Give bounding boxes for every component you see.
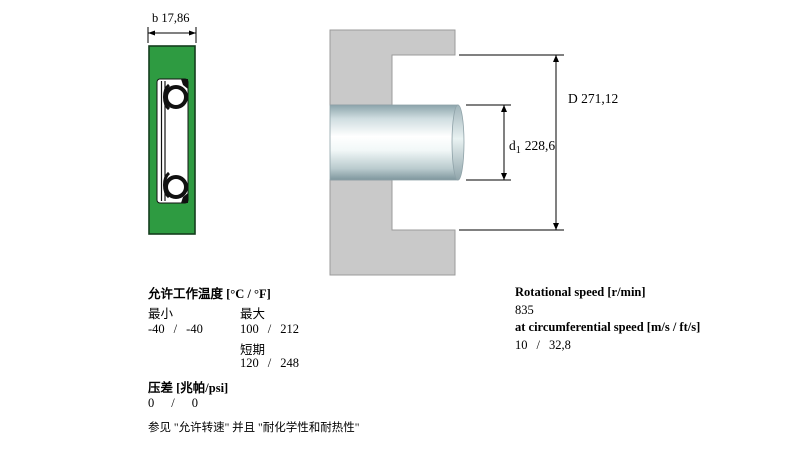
- dimension-arrow-up: [553, 55, 559, 62]
- temperature-max-values: 100 / 212: [240, 322, 299, 337]
- temperature-short-fahrenheit: 248: [280, 356, 299, 370]
- seal-width-dimension-line: [147, 27, 197, 43]
- temperature-short-term-values: 120 / 248: [240, 356, 299, 371]
- temperature-min-fahrenheit: -40: [186, 322, 203, 336]
- temperature-max-celsius: 100: [240, 322, 259, 336]
- temperature-min-celsius: -40: [148, 322, 165, 336]
- seal-garter-spring-bottom: [164, 175, 188, 199]
- temperature-short-celsius: 120: [240, 356, 259, 370]
- pressure-section-title: 压差 [兆帕/psi]: [148, 381, 229, 395]
- shaft-diameter-dimension-lines: [466, 104, 511, 181]
- temperature-min-label: 最小: [148, 307, 174, 321]
- shaft-end-cap: [451, 104, 465, 181]
- circumferential-speed-values: 10 / 32,8: [515, 338, 571, 353]
- reference-footnote: 参见 "允许转速" 并且 "耐化学性和耐热性": [148, 422, 360, 434]
- circumferential-speed-fts: 32,8: [548, 338, 571, 352]
- outer-diameter-label: D 271,12: [568, 91, 618, 106]
- shaft: [329, 104, 459, 181]
- shaft-diameter-symbol: d: [509, 138, 516, 153]
- separator-slash: /: [536, 338, 540, 352]
- housing-upper-block: [329, 29, 456, 106]
- circumferential-speed-title: at circumferential speed [m/s / ft/s]: [515, 320, 701, 334]
- temperature-min-values: -40 / -40: [148, 322, 203, 337]
- outer-diameter-dimension-lines: [459, 54, 564, 231]
- seal-width-dimension-label: b 17,86: [152, 11, 190, 25]
- dimension-arrow-right: [189, 30, 196, 36]
- seal-lip-edge-bottom: [181, 193, 188, 203]
- dimension-arrow-left: [148, 30, 155, 36]
- dimension-arrow-down: [501, 173, 507, 180]
- seal-garter-spring-top: [164, 85, 188, 109]
- temperature-max-label: 最大: [240, 307, 266, 321]
- dimension-arrow-up: [501, 105, 507, 112]
- rotational-speed-value: 835: [515, 303, 534, 317]
- seal-profile-drawing: [148, 45, 196, 235]
- temperature-section-title: 允许工作温度 [°C / °F]: [148, 287, 271, 301]
- shaft-diameter-value: 228,6: [525, 138, 556, 153]
- separator-slash: /: [267, 322, 272, 336]
- temperature-max-fahrenheit: 212: [280, 322, 299, 336]
- temperature-short-term-label: 短期: [240, 343, 266, 357]
- rotational-speed-title: Rotational speed [r/min]: [515, 285, 646, 299]
- installation-drawing: D 271,12 d1 228,6: [329, 29, 618, 276]
- housing-lower-block: [329, 179, 456, 276]
- shaft-diameter-label: d1 228,6: [509, 138, 555, 156]
- separator-slash: /: [171, 396, 175, 410]
- seal-lip-edge-top: [181, 79, 188, 89]
- separator-slash: /: [173, 322, 178, 336]
- dimension-arrow-down: [553, 223, 559, 230]
- shaft-diameter-subscript: 1: [516, 145, 521, 156]
- pressure-value-psi: 0: [191, 396, 198, 410]
- pressure-value-mpa: 0: [148, 396, 155, 410]
- circumferential-speed-ms: 10: [515, 338, 528, 352]
- pressure-values: 0 / 0: [148, 396, 198, 411]
- separator-slash: /: [267, 356, 272, 370]
